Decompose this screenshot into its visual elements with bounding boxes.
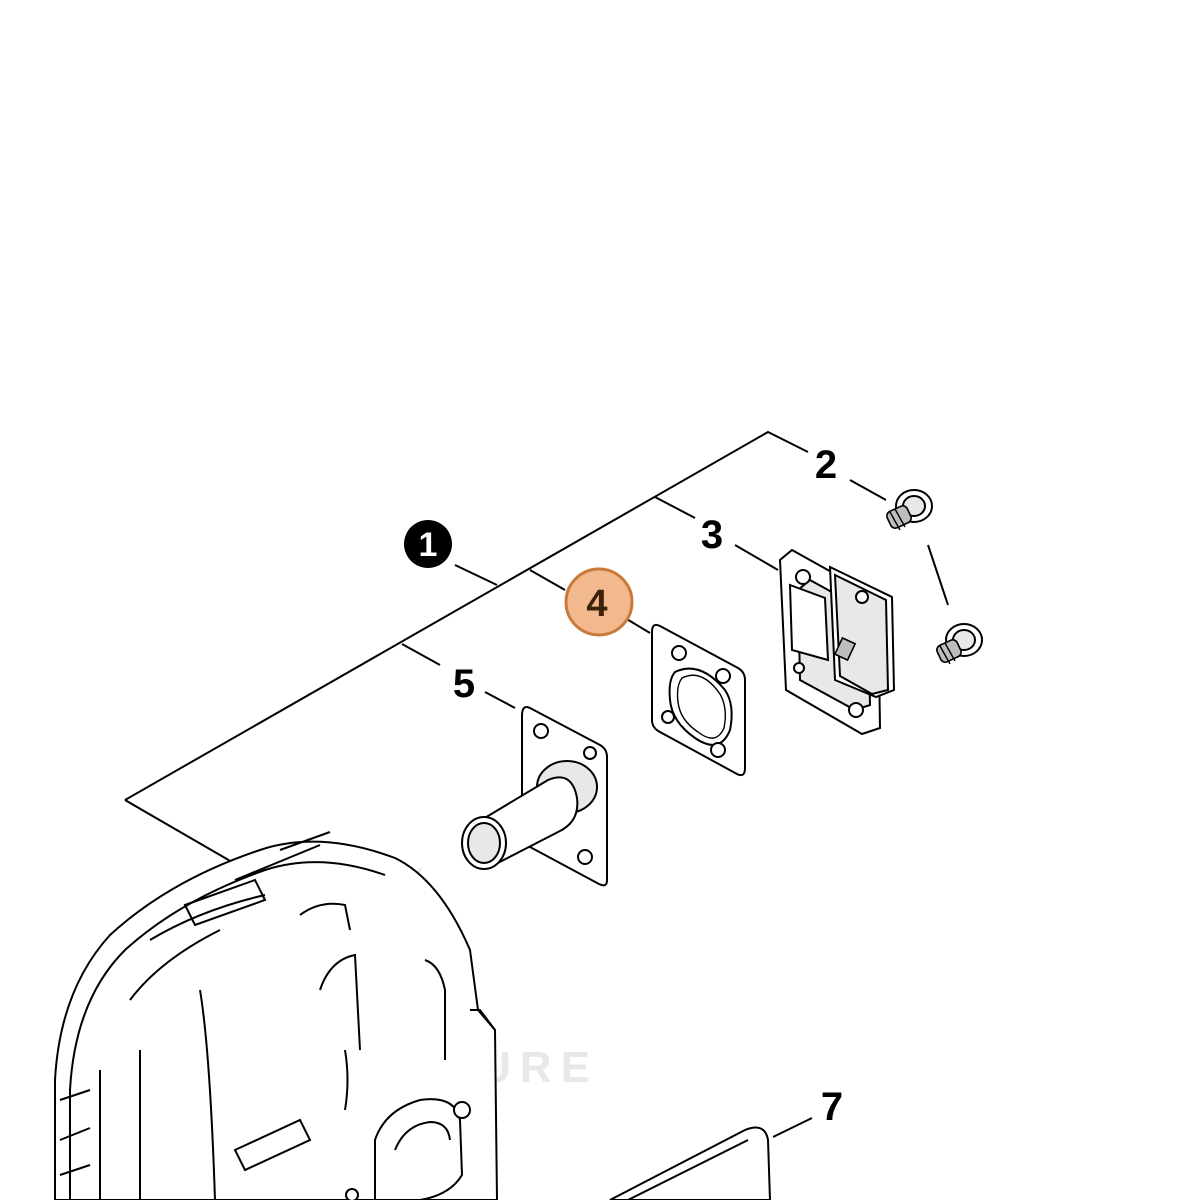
screw-upper bbox=[886, 489, 933, 531]
callout-2-label: 2 bbox=[815, 443, 837, 487]
leader-7 bbox=[772, 1117, 813, 1138]
leader-4-top bbox=[529, 569, 566, 591]
screw-lower bbox=[936, 623, 983, 665]
bracket-main-line bbox=[124, 430, 809, 801]
leader-screw-link bbox=[927, 544, 949, 606]
callout-5-label: 5 bbox=[453, 662, 475, 706]
callout-3-label: 3 bbox=[701, 513, 723, 557]
callout-4-highlight[interactable] bbox=[564, 567, 634, 637]
leader-3-top bbox=[654, 496, 696, 519]
deflector-cover bbox=[778, 548, 896, 736]
muffler-body bbox=[54, 831, 499, 1200]
gasket bbox=[651, 623, 746, 777]
leader-1 bbox=[454, 564, 498, 586]
leader-5 bbox=[484, 691, 516, 709]
callout-1-badge bbox=[404, 520, 452, 568]
leader-3 bbox=[734, 544, 779, 571]
callout-4-label: 4 bbox=[586, 583, 607, 625]
callout-7-label: 7 bbox=[821, 1085, 843, 1129]
callout-1: 1 bbox=[404, 520, 452, 568]
flange-pipe bbox=[461, 706, 608, 887]
callout-1-label: 1 bbox=[419, 526, 438, 564]
leader-5-top bbox=[401, 643, 441, 666]
leader-2 bbox=[849, 479, 887, 501]
callout-4[interactable]: 4 bbox=[564, 567, 634, 637]
plate-part-7 bbox=[609, 1126, 772, 1200]
assembly-bracket bbox=[124, 430, 949, 1138]
leader-muffler bbox=[124, 799, 233, 863]
